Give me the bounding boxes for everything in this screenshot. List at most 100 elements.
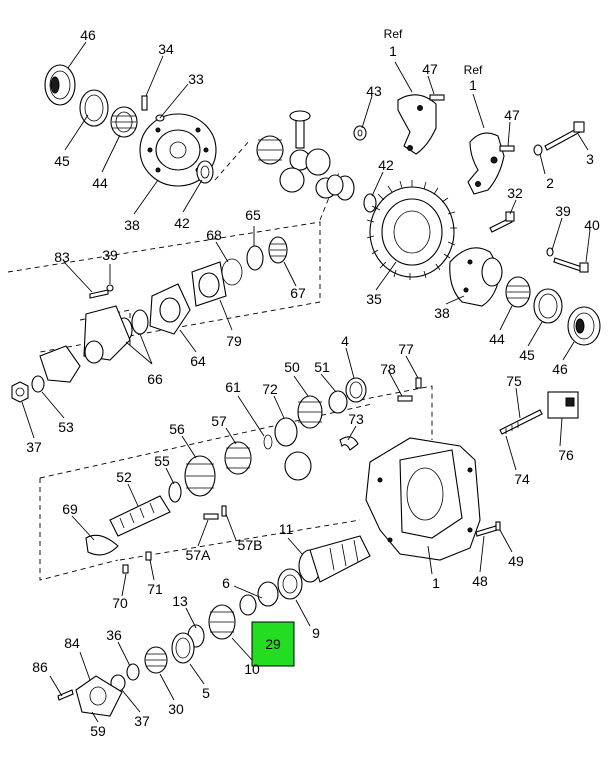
callout-9: 9 [312, 625, 320, 641]
washer-55 [168, 481, 182, 503]
bearing-cap-right [467, 132, 505, 195]
bolt-48 [475, 525, 498, 537]
clutch-collar [284, 451, 312, 481]
callout-52: 52 [116, 469, 132, 485]
flange-64 [149, 283, 191, 335]
callout-73: 73 [348, 411, 364, 427]
spider-gear-set [256, 110, 355, 201]
ring-gear-35 [366, 180, 457, 280]
callout-34: 34 [158, 41, 174, 57]
callout-74: 74 [514, 471, 530, 487]
ref-label: Ref [464, 63, 483, 77]
switch-76 [547, 391, 579, 419]
differential-case-38-top [139, 113, 217, 187]
bolt-49 [495, 521, 501, 531]
bearing-cup-67 [268, 236, 288, 264]
callout-71: 71 [147, 581, 163, 597]
bearing-cone-30 [144, 646, 168, 674]
gear-50 [297, 395, 323, 429]
callout-55: 55 [154, 453, 170, 469]
leader-lines [21, 41, 591, 723]
bearing-cap-left [397, 94, 437, 155]
callout-46: 46 [80, 27, 96, 43]
thrust-washer-42-mid [363, 193, 377, 213]
bearing-cup-5 [171, 632, 195, 664]
shaft-52 [109, 495, 171, 537]
callout-53: 53 [58, 419, 74, 435]
callout-57a: 57A [186, 547, 212, 563]
bolt-57a [203, 513, 219, 520]
highlight-box[interactable]: 29 [251, 621, 295, 667]
callout-67: 67 [290, 285, 306, 301]
callout-2: 2 [546, 175, 554, 191]
bearing-cup-45-right [533, 288, 563, 324]
bearing-cone-9 [277, 568, 303, 600]
callout-labels: 46 34 33 45 44 38 42 43 42 Ref 1 47 Ref … [26, 27, 600, 739]
callout-68: 68 [206, 227, 222, 243]
washer-2 [533, 144, 543, 156]
seal-69 [85, 534, 119, 556]
callout-4: 4 [341, 333, 349, 349]
gear-10 [208, 604, 236, 640]
callout-37: 37 [26, 439, 42, 455]
bearing-cone-44-top [110, 106, 138, 138]
callout-57: 57 [211, 413, 227, 429]
callout-48: 48 [472, 573, 488, 589]
callout-38: 38 [434, 305, 450, 321]
callout-57b: 57B [238, 537, 263, 553]
yoke-bracket [39, 305, 131, 383]
callout-56: 56 [169, 421, 185, 437]
bolt-40 [553, 257, 589, 273]
callout-3: 3 [586, 151, 594, 167]
callout-38: 38 [124, 217, 140, 233]
housing-1 [365, 437, 481, 561]
callout-42: 42 [378, 157, 394, 173]
cover-84 [75, 675, 123, 717]
callout-ref-1: 1 [389, 43, 397, 59]
callout-43: 43 [366, 83, 382, 99]
callout-86: 86 [32, 659, 48, 675]
washer-53 [31, 375, 45, 393]
callout-42: 42 [174, 215, 190, 231]
nut-37-left [11, 381, 29, 403]
callout-44: 44 [489, 331, 505, 347]
callout-77: 77 [398, 341, 414, 357]
callout-40: 40 [584, 217, 600, 233]
callout-72: 72 [262, 381, 278, 397]
callout-47: 47 [422, 61, 438, 77]
callout-64: 64 [190, 353, 206, 369]
callout-45: 45 [54, 153, 70, 169]
callout-66: 66 [147, 371, 163, 387]
bolt-86 [57, 689, 74, 701]
callout-36: 36 [106, 627, 122, 643]
callout-6: 6 [222, 575, 230, 591]
callout-61: 61 [225, 379, 241, 395]
fitting-70 [122, 564, 129, 574]
callout-45: 45 [519, 347, 535, 363]
bolt-78 [397, 395, 413, 402]
callout-78: 78 [380, 361, 396, 377]
callout-ref-1: 1 [469, 77, 477, 93]
spacer-29 [239, 594, 257, 616]
seal-46-top [44, 64, 76, 106]
callout-69: 69 [62, 501, 78, 517]
callout-39: 39 [102, 247, 118, 263]
bolt-77 [415, 377, 422, 389]
callout-1: 1 [432, 575, 440, 591]
gear-57 [224, 441, 252, 475]
clip-73 [339, 436, 359, 451]
bearing-cup-4 [345, 377, 367, 403]
bolt-34 [141, 95, 148, 111]
washer-39-right [546, 247, 554, 257]
shim-65 [246, 245, 264, 271]
gear-56 [184, 455, 216, 497]
ref-label: Ref [384, 27, 403, 41]
shift-rod-75 [499, 409, 543, 435]
callout-65: 65 [245, 207, 261, 223]
snap-ring-61 [263, 434, 273, 450]
callout-70: 70 [112, 595, 128, 611]
bearing-cup-6 [257, 581, 279, 607]
washer-39-left [106, 284, 114, 292]
callout-37: 37 [134, 713, 150, 729]
